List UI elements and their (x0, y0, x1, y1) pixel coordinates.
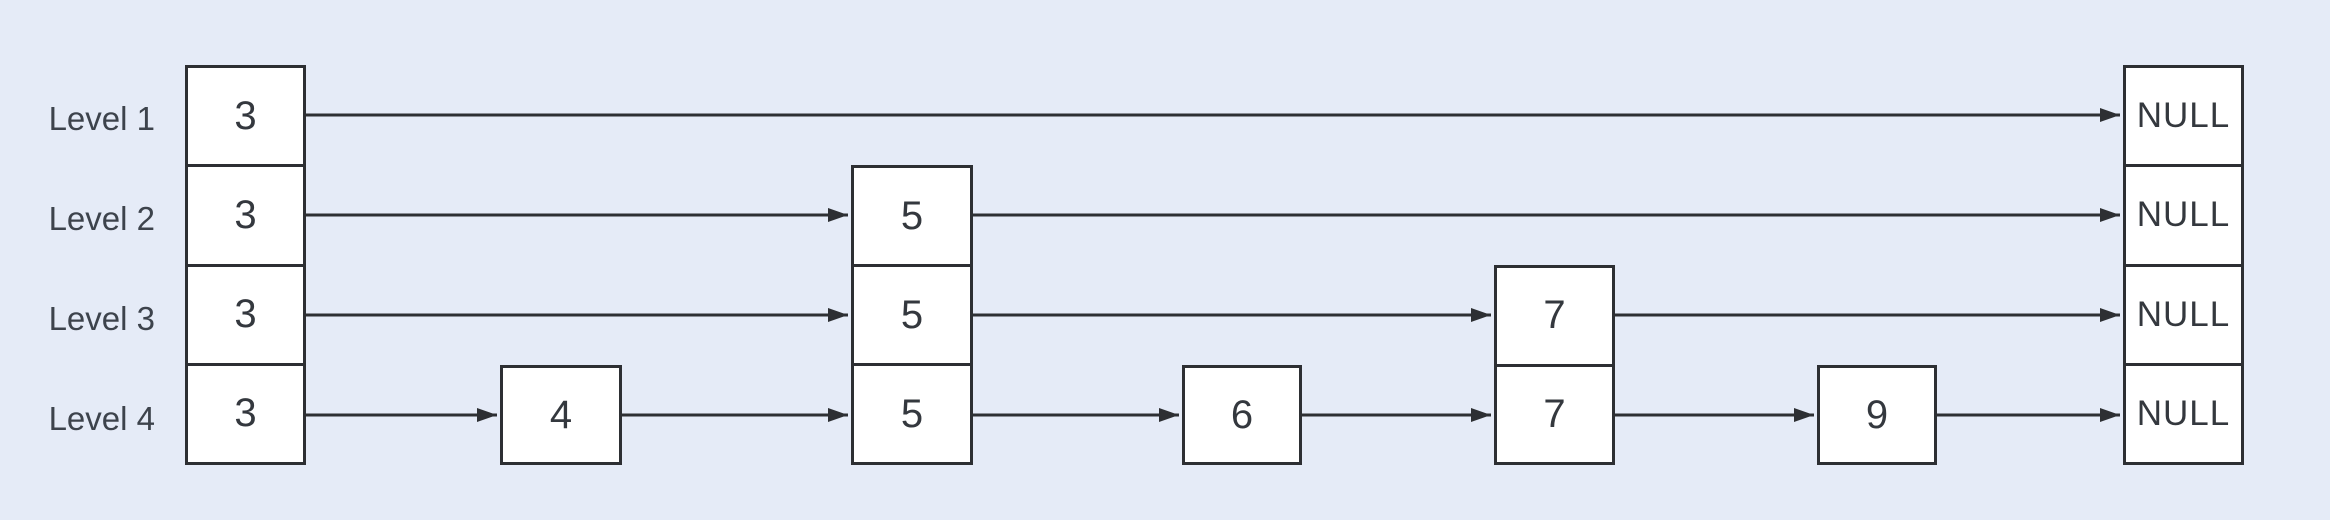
node-3-level-3: 3 (188, 263, 303, 363)
node-7-level-4: 7 (1497, 363, 1612, 463)
node-3-level-2: 3 (188, 164, 303, 263)
null-level-4: NULL (2126, 362, 2241, 462)
level-1-label: Level 1 (48, 100, 155, 137)
level-3-label: Level 3 (48, 300, 155, 337)
null-terminator-column: NULL NULL NULL NULL (2123, 65, 2244, 465)
node-column-3: 3 3 3 3 (185, 65, 306, 465)
node-column-4: 4 (500, 365, 622, 465)
node-3-level-4: 3 (188, 362, 303, 462)
null-level-1: NULL (2136, 96, 2231, 136)
node-column-5: 5 5 5 (851, 165, 973, 465)
node-7-level-3: 7 (1543, 293, 1566, 338)
node-column-6: 6 (1182, 365, 1302, 465)
node-4-level-4: 4 (549, 392, 573, 437)
node-5-level-4: 5 (854, 363, 970, 462)
null-level-3: NULL (2126, 263, 2241, 363)
node-column-9: 9 (1817, 365, 1937, 465)
node-5-level-2: 5 (900, 193, 924, 238)
level-2-label: Level 2 (48, 200, 155, 237)
null-level-2: NULL (2126, 164, 2241, 263)
node-column-7: 7 7 (1494, 265, 1615, 465)
node-3-level-1: 3 (234, 93, 257, 138)
level-4-label: Level 4 (48, 400, 155, 437)
node-5-level-3: 5 (854, 264, 970, 363)
node-6-level-4: 6 (1230, 392, 1254, 437)
node-9-level-4: 9 (1865, 392, 1889, 437)
